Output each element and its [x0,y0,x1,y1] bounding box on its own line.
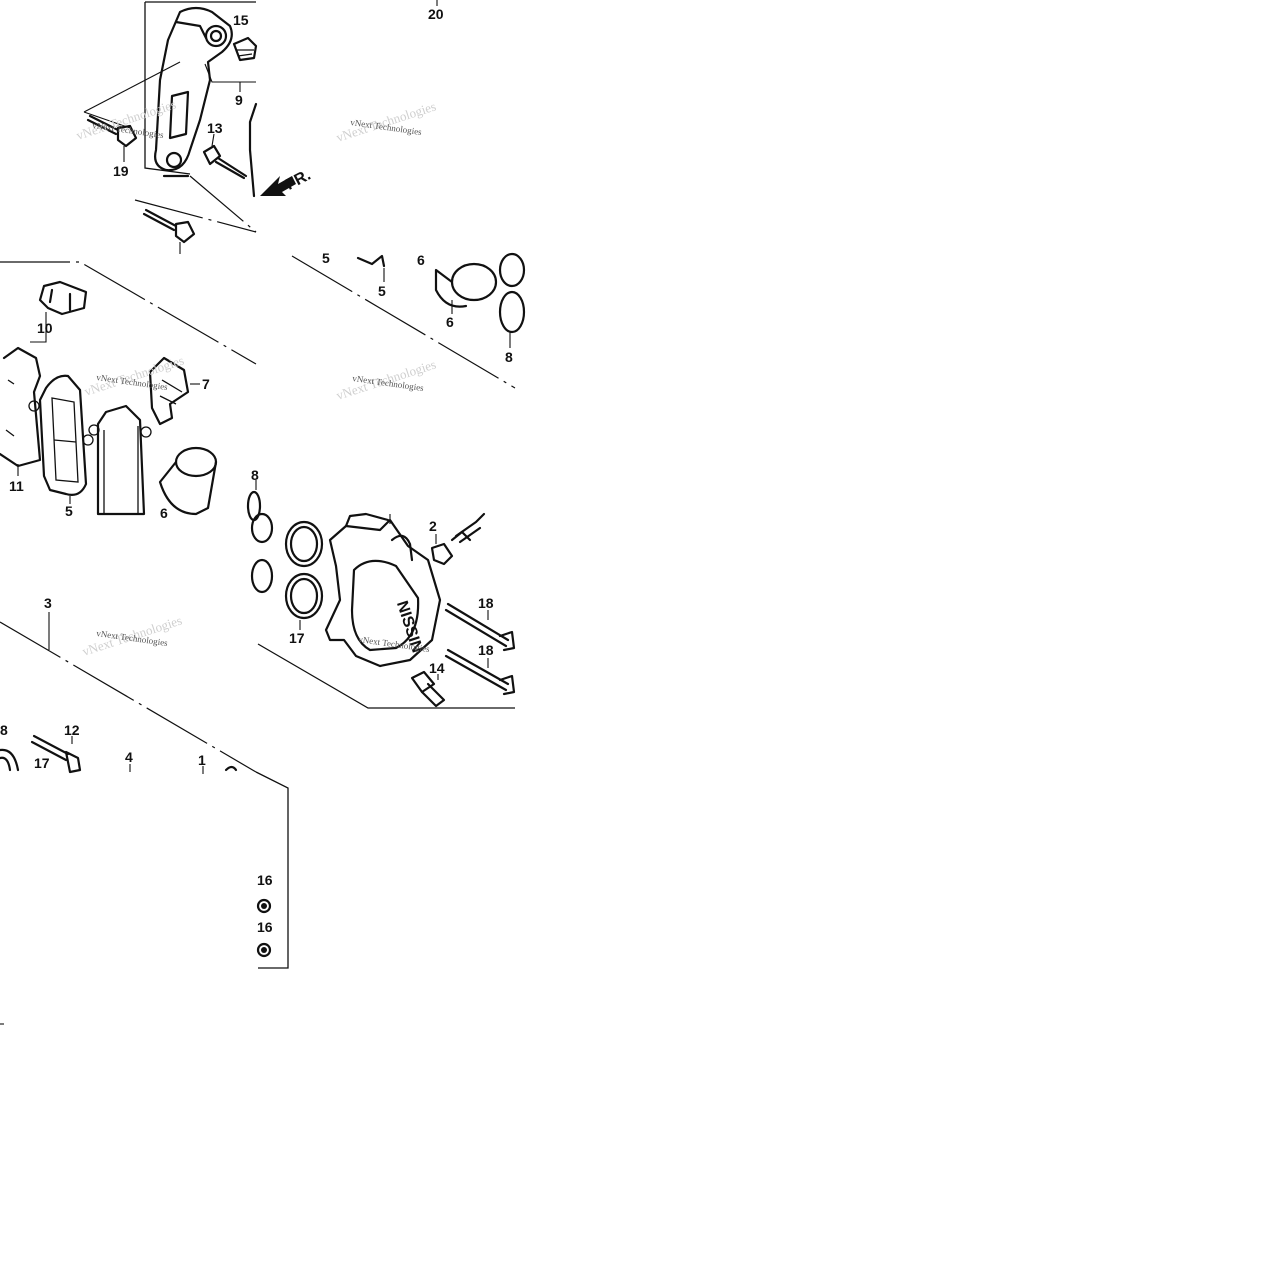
front-arrow: FR. [260,167,314,196]
part-10-clip [38,280,88,316]
part-6-piston-lower [158,446,218,516]
label-9: 9 [235,92,243,108]
caliper-bracket [154,6,233,178]
part-16-cap-upper [256,898,272,914]
part-8-seal-upper [498,252,526,334]
part-20-bolt [142,208,196,244]
tile-bracket: FR. 20 15 9 13 19 vNext Technologies vNe… [74,0,444,254]
part-16-cap-lower [256,942,272,958]
label-16: 16 [257,919,273,935]
part-7-pad-spring [148,356,190,426]
label-5: 5 [322,250,330,266]
part-5-clip-upper [356,254,386,268]
label-19: 19 [113,163,129,179]
part-18-pin-lower [444,648,516,696]
tile-hardware: 3 8 12 17 4 1 16 16 vNext Technologies v… [0,595,289,1025]
part-13-pin-bolt [202,144,248,180]
part-14-bolt [410,670,446,708]
label-17: 17 [34,755,50,771]
label-12: 12 [64,722,80,738]
part-17-seals [250,512,324,620]
label-10: 10 [37,320,53,336]
label-16: 16 [257,872,273,888]
part-18-pin-upper [444,602,516,652]
label-18: 18 [478,595,494,611]
front-marker-label: FR. [283,167,314,194]
label-6: 6 [417,252,425,268]
label-17: 17 [289,630,305,646]
part-15-boot [232,36,258,62]
part-5-pad [28,374,94,496]
label-7: 7 [202,376,210,392]
label-18: 18 [478,642,494,658]
label-15: 15 [233,12,249,28]
label-5: 5 [378,283,386,299]
label-8: 8 [505,349,513,365]
label-11: 11 [9,478,24,494]
label-8: 8 [251,467,259,483]
second-pad [88,404,152,516]
label-8: 8 [0,722,8,738]
label-14: 14 [429,660,445,676]
part-8-17-seals [0,748,20,772]
tile-pads: 5 5 6 6 8 10 7 11 5 6 8 vNext Technologi… [0,250,526,522]
tile-caliper: NISSIN 2 18 18 17 [250,512,516,709]
label-4: 4 [125,749,133,765]
label-3: 3 [44,595,52,611]
label-6: 6 [446,314,454,330]
part-2-bleeder [430,512,486,566]
label-2: 2 [429,518,437,534]
part-11-shim [0,346,42,468]
label-6: 6 [160,505,168,521]
label-13: 13 [207,120,223,136]
label-1: 1 [198,752,206,768]
label-5: 5 [65,503,73,519]
part-6-piston-upper [434,262,498,308]
pad-spring-wire [248,102,258,198]
label-20: 20 [428,6,444,22]
part-12-pin [30,734,82,774]
part-19-bolt [86,114,138,148]
